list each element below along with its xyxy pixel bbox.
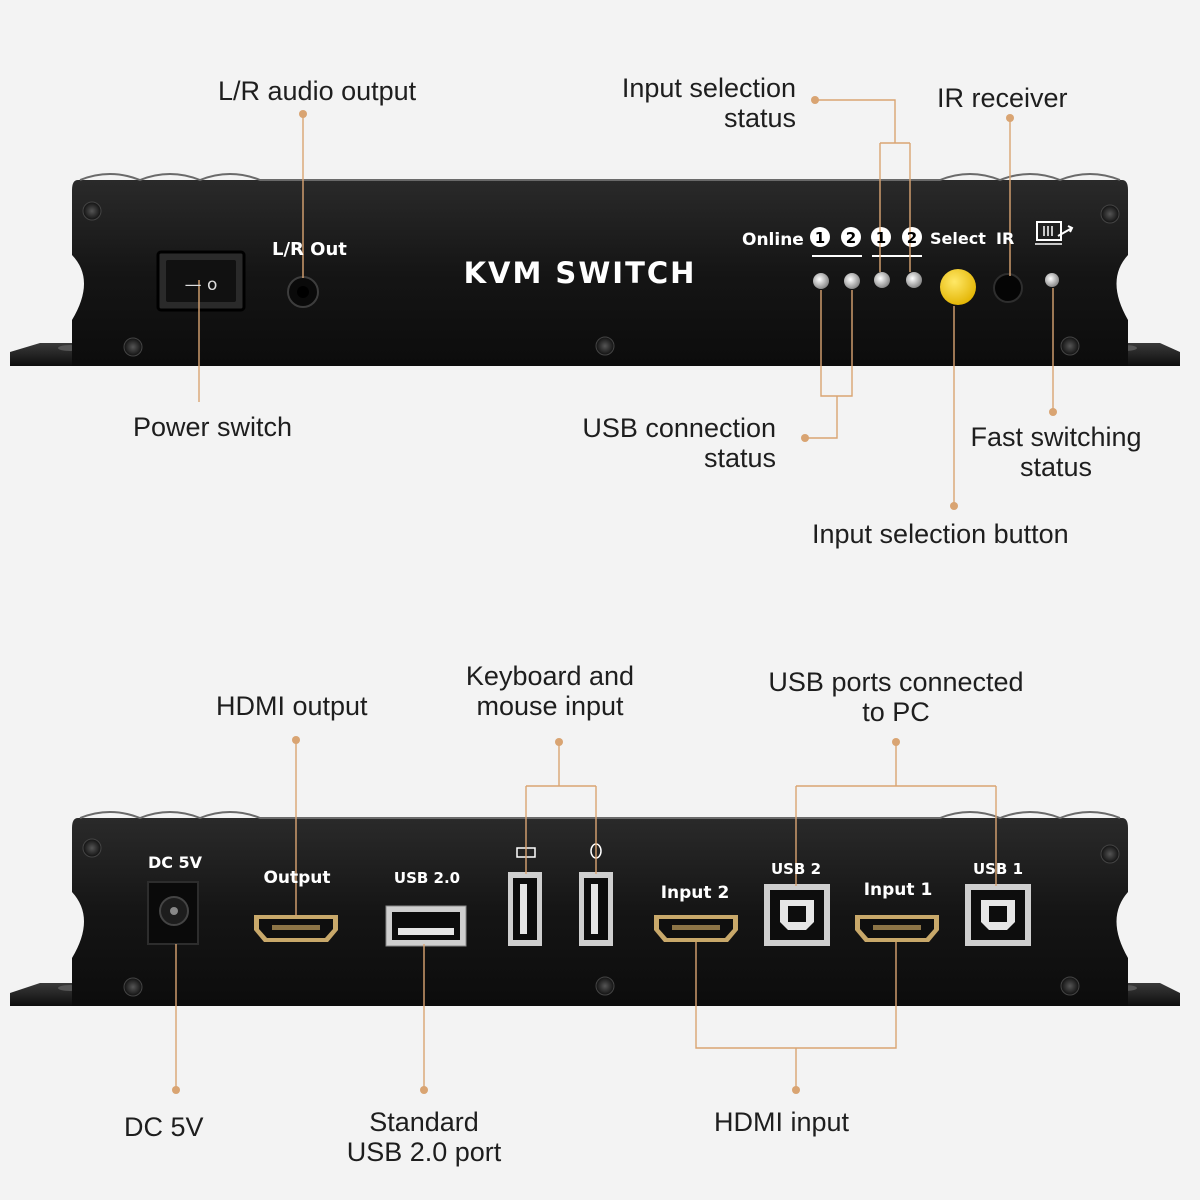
- audio-jack: [287, 276, 319, 308]
- callout-line-1: Fast switching: [970, 422, 1142, 452]
- callout-line-2: mouse input: [476, 691, 624, 721]
- leader-lines: [175, 99, 1054, 1090]
- usb-mouse-port: [579, 872, 613, 946]
- output-label: Output: [263, 868, 330, 888]
- ir-label: IR: [996, 229, 1014, 248]
- leader-dots: [172, 96, 1057, 1094]
- usb-b-1-port: [965, 884, 1031, 946]
- mouse-icon: [590, 843, 602, 859]
- callout-lr-audio: L/R audio output: [218, 76, 417, 106]
- callout-keyboard-mouse-input: Keyboard and mouse input: [440, 661, 660, 721]
- lr-out-label: L/R Out: [272, 239, 347, 260]
- power-switch-glyph: — o: [185, 275, 218, 295]
- callout-hdmi-input: HDMI input: [714, 1107, 850, 1137]
- callout-line-1: USB ports connected: [768, 667, 1024, 697]
- online-num-2: 2: [846, 229, 856, 247]
- callout-line-2: to PC: [862, 697, 930, 727]
- usb-b-2-port: [764, 884, 830, 946]
- led-input-2: [906, 272, 922, 288]
- front-right-flange: [1090, 343, 1180, 366]
- back-panel: [10, 811, 1180, 1006]
- usb-a-port: [385, 905, 467, 947]
- callout-line-2: status: [723, 103, 796, 133]
- led-fast-switch: [1045, 273, 1059, 287]
- dc-jack: [147, 881, 199, 945]
- usb1-label: USB 1: [973, 860, 1023, 878]
- power-switch: [156, 250, 246, 312]
- dc-label: DC 5V: [148, 853, 203, 872]
- callout-dc-5v: DC 5V: [124, 1112, 204, 1142]
- online-label: Online: [742, 230, 804, 250]
- callout-usb-connection-status: USB connection status: [520, 413, 776, 473]
- callout-line-2: USB 2.0 port: [346, 1137, 502, 1167]
- select-label: Select: [930, 229, 986, 248]
- led-online-2: [844, 273, 860, 289]
- kvm-switch-title: KVM SWITCH: [464, 256, 697, 290]
- callout-hdmi-output: HDMI output: [216, 691, 368, 721]
- fast-switch-icon: [1035, 221, 1074, 245]
- callout-usb-ports-to-pc: USB ports connected to PC: [746, 667, 1046, 727]
- callout-line-1: USB connection: [582, 413, 776, 443]
- input1-label: Input 1: [864, 880, 933, 900]
- callout-line-1: Input selection: [621, 73, 796, 103]
- callout-line-2: status: [1019, 452, 1093, 482]
- callout-line-1: Keyboard and: [465, 661, 635, 691]
- callout-fast-switching-status: Fast switching status: [950, 422, 1162, 482]
- input-num-2: 2: [907, 229, 917, 247]
- hdmi-input-1-port: [855, 915, 939, 942]
- keyboard-icon: [516, 847, 536, 858]
- ir-receiver-shape: [993, 273, 1023, 303]
- back-body: [72, 818, 1128, 1006]
- usb2-label: USB 2: [771, 860, 821, 878]
- select-button-shape: [940, 269, 976, 305]
- callout-line-2: status: [703, 443, 776, 473]
- callout-line-1: Standard: [369, 1107, 479, 1137]
- callout-input-selection-button: Input selection button: [812, 519, 1069, 549]
- led-online-1: [813, 273, 829, 289]
- usb20-label: USB 2.0: [394, 869, 460, 887]
- input2-label: Input 2: [661, 883, 730, 903]
- input-num-1: 1: [876, 229, 886, 247]
- callout-ir-receiver: IR receiver: [937, 83, 1068, 113]
- callout-input-selection-status: Input selection status: [560, 73, 796, 133]
- hdmi-input-2-port: [654, 915, 738, 942]
- front-panel: [10, 173, 1180, 366]
- led-input-1: [874, 272, 890, 288]
- callout-power-switch: Power switch: [133, 412, 293, 442]
- hdmi-output-port: [254, 915, 338, 942]
- front-body: [72, 180, 1128, 366]
- online-num-1: 1: [815, 229, 825, 247]
- usb-keyboard-port: [508, 872, 542, 946]
- front-left-flange: [10, 343, 110, 366]
- callout-standard-usb: Standard USB 2.0 port: [318, 1107, 530, 1167]
